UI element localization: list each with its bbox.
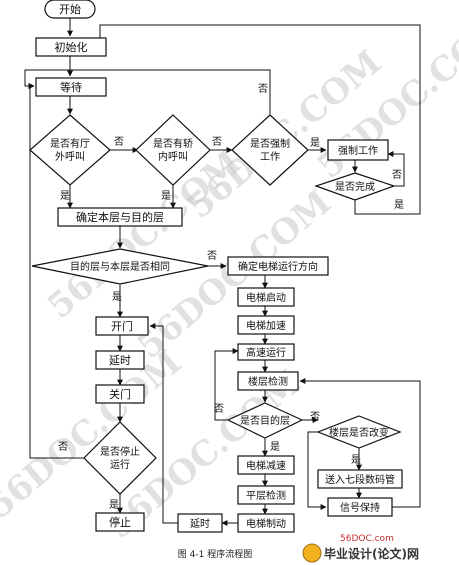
stop-decision	[83, 421, 157, 495]
floor-change-decision	[316, 415, 402, 449]
level-box	[237, 485, 295, 505]
level-label: 平层检测	[246, 489, 286, 502]
edge-label-no: 否	[392, 169, 402, 181]
edge-label-no: 否	[212, 136, 222, 148]
brand-emblem-icon	[302, 543, 322, 563]
car-call-label: 是否有轿	[153, 137, 193, 150]
stop-q-label: 运行	[110, 458, 130, 471]
edge-label-yes: 是	[109, 499, 119, 511]
start-motor-box	[237, 287, 295, 307]
connectors	[24, 18, 421, 526]
edge-label-no: 否	[58, 441, 68, 453]
start-terminal	[44, 0, 96, 19]
forced-decision	[231, 114, 309, 186]
detect-box	[237, 371, 299, 391]
hall-call-label: 外呼叫	[55, 151, 85, 163]
stop-q-label: 是否停止	[100, 445, 140, 458]
edge-label-no: 否	[214, 403, 224, 415]
edge-label-no: 否	[310, 411, 320, 423]
forced-work-label: 强制工作	[338, 144, 378, 157]
delay-box	[95, 350, 145, 370]
decel-box	[237, 455, 295, 475]
edge-label-yes: 是	[351, 454, 361, 466]
forced-label: 是否强制	[250, 137, 290, 150]
high-speed-label: 高速运行	[246, 346, 286, 359]
open-box	[95, 316, 149, 336]
accel-box	[237, 315, 295, 335]
open-label: 开门	[111, 319, 133, 333]
hold-box	[327, 497, 393, 517]
car-call-decision	[135, 114, 211, 186]
edge-label-no: 否	[258, 83, 268, 95]
hold-label: 信号保持	[340, 501, 380, 514]
forced-label: 工作	[260, 151, 280, 163]
edge	[299, 378, 421, 508]
start-label: 开始	[59, 2, 81, 16]
delay-label: 延时	[109, 354, 131, 367]
forced-work-box	[327, 139, 389, 161]
set-floors-box	[57, 207, 183, 227]
same-floor-decision	[31, 248, 209, 285]
is-target-decision	[226, 402, 304, 439]
done-label: 是否完成	[335, 180, 375, 193]
edge	[214, 348, 239, 421]
direction-box	[227, 256, 329, 276]
high-speed-box	[237, 343, 295, 361]
delay-right-box	[177, 513, 223, 533]
edge-label-yes: 是	[112, 291, 122, 303]
init-box	[35, 37, 107, 57]
decel-label: 电梯减速	[246, 459, 286, 472]
car-call-label: 内呼叫	[158, 150, 188, 163]
hall-call-label: 是否有厅	[50, 137, 90, 150]
init-label: 初始化	[55, 40, 88, 54]
accel-label: 电梯加速	[246, 319, 286, 332]
same-floor-label: 目的层与本层是否相同	[70, 260, 170, 273]
close-box	[95, 384, 145, 404]
wait-box	[35, 77, 107, 97]
edge	[28, 83, 84, 459]
brake-box	[237, 513, 295, 533]
edge	[387, 151, 405, 187]
close-label: 关门	[109, 387, 131, 401]
brand-site: 56DOC.com	[340, 534, 394, 544]
is-target-label: 是否目的层	[240, 414, 290, 427]
edge	[149, 323, 178, 524]
nodes	[29, 0, 403, 533]
edge-label-no: 否	[207, 250, 217, 262]
start-motor-label: 电梯启动	[246, 291, 286, 304]
edge	[24, 69, 271, 114]
brand-logo: 56DOC.com 毕业设计(论文)网	[302, 534, 419, 563]
stop-label: 停止	[109, 515, 131, 529]
wait-label: 等待	[60, 80, 82, 94]
edge	[307, 431, 327, 510]
figure-caption: 图 4-1 程序流程图	[178, 548, 252, 560]
done-decision	[314, 172, 396, 201]
brand-name: 毕业设计(论文)网	[324, 546, 419, 561]
edge-label-yes: 是	[270, 441, 280, 453]
floor-change-label: 楼层是否改变	[329, 426, 389, 439]
direction-label: 确定电梯运行方向	[238, 260, 318, 273]
delay-right-label: 延时	[190, 518, 210, 530]
hall-call-decision	[29, 114, 111, 186]
set-floors-label: 确定本层与目的层	[76, 210, 164, 224]
seg-label: 送入七段数码管	[325, 473, 395, 486]
edge-label-yes: 是	[310, 137, 320, 149]
edge-label-yes: 是	[394, 199, 404, 211]
brake-label: 电梯制动	[246, 517, 286, 530]
edge-label-yes: 是	[161, 190, 171, 202]
edge-label-no: 否	[114, 136, 124, 148]
seg-box	[317, 469, 403, 489]
detect-label: 楼层检测	[248, 375, 288, 388]
stop-box	[95, 512, 145, 532]
edge-label-yes: 是	[60, 190, 70, 202]
